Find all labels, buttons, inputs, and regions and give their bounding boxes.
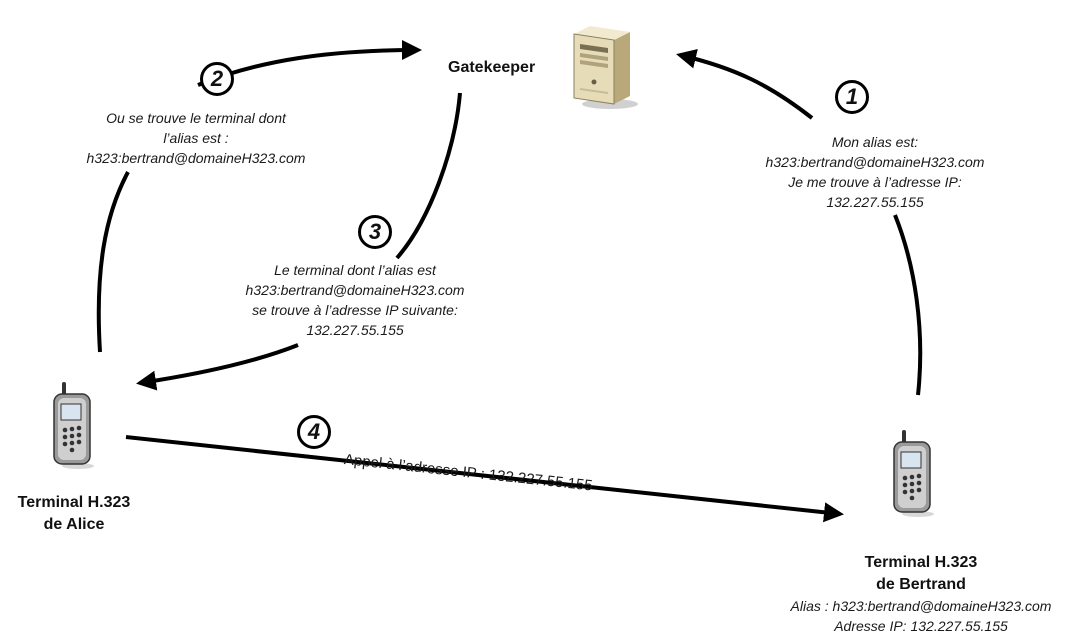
arrow-step-3-head bbox=[136, 343, 299, 391]
step-2-line: l’alias est : bbox=[163, 130, 229, 146]
bertrand-label-line-1: Terminal H.323 bbox=[864, 554, 978, 571]
step-3-message: Le terminal dont l’alias est h323:bertra… bbox=[200, 260, 510, 340]
bertrand-terminal-label: Terminal H.323 de Bertrand Alias : h323:… bbox=[760, 552, 1081, 636]
step-2-line: Ou se trouve le terminal dont bbox=[106, 110, 286, 126]
bertrand-alias: Alias : h323:bertrand@domaineH323.com bbox=[790, 598, 1052, 614]
mobile-phone-icon bbox=[893, 430, 934, 517]
bertrand-label-line-2: de Bertrand bbox=[876, 576, 966, 593]
step-3-line: h323:bertrand@domaineH323.com bbox=[245, 282, 465, 298]
mobile-phone-icon bbox=[53, 382, 94, 469]
gatekeeper-label: Gatekeeper bbox=[448, 59, 536, 76]
step-badge-1: 1 bbox=[835, 80, 869, 114]
step-2-message: Ou se trouve le terminal dont l’alias es… bbox=[50, 108, 342, 168]
step-1-line: Mon alias est: bbox=[831, 134, 919, 150]
step-badge-4: 4 bbox=[297, 415, 331, 449]
step-badge-3: 3 bbox=[358, 215, 392, 249]
step-3-line: 132.227.55.155 bbox=[306, 322, 404, 338]
server-icon bbox=[573, 26, 638, 109]
alice-terminal-label: Terminal H.323 de Alice bbox=[0, 492, 148, 536]
step-badge-2: 2 bbox=[200, 62, 234, 96]
alice-label-line-1: Terminal H.323 bbox=[17, 494, 131, 511]
bertrand-address: Adresse IP: 132.227.55.155 bbox=[834, 618, 1008, 634]
arrow-step-4 bbox=[125, 435, 844, 523]
step-2-line: h323:bertrand@domaineH323.com bbox=[86, 150, 306, 166]
step-3-line: Le terminal dont l’alias est bbox=[274, 262, 436, 278]
arrow-step-1 bbox=[893, 214, 923, 396]
alice-label-line-2: de Alice bbox=[43, 516, 105, 533]
step-1-line: h323:bertrand@domaineH323.com bbox=[765, 154, 985, 170]
arrow-step-2 bbox=[96, 171, 130, 353]
arrow-step-3 bbox=[395, 92, 462, 260]
step-1-message: Mon alias est: h323:bertrand@domaineH323… bbox=[730, 132, 1020, 212]
step-3-line: se trouve à l’adresse IP suivante: bbox=[252, 302, 458, 318]
arrow-step-1-head bbox=[676, 48, 814, 120]
step-1-line: 132.227.55.155 bbox=[826, 194, 924, 210]
step-1-line: Je me trouve à l’adresse IP: bbox=[788, 174, 962, 190]
